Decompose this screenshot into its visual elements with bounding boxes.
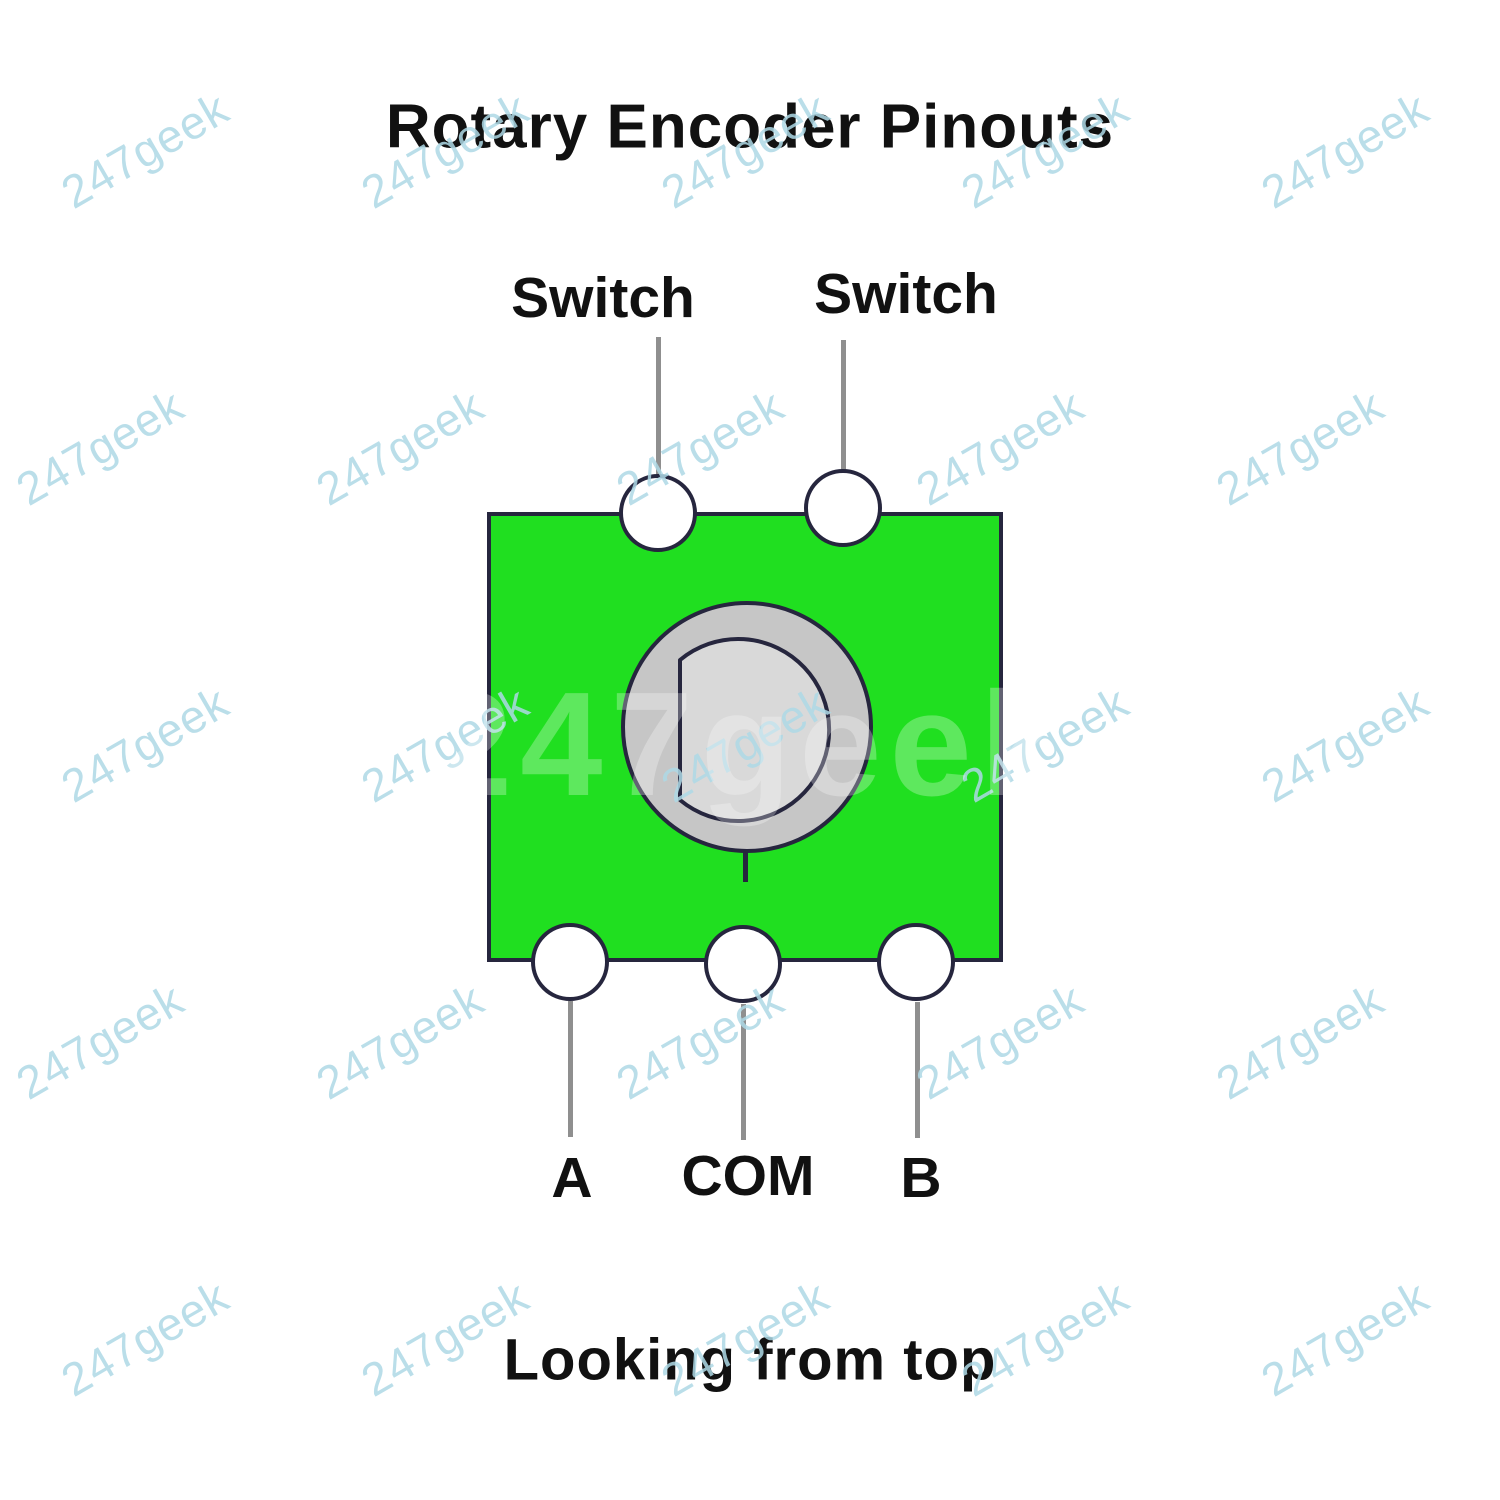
- shaft-orientation-notch: [743, 849, 748, 882]
- shaft-d-icon: [621, 601, 873, 853]
- diagram-caption: Looking from top: [503, 1327, 997, 1393]
- pin-a: [531, 923, 609, 1001]
- watermark-text: 247geek: [52, 1269, 238, 1407]
- watermark-text: 247geek: [1252, 1269, 1438, 1407]
- pin-b: [877, 923, 955, 1001]
- pin-label-com: COM: [681, 1144, 815, 1208]
- leader-line-switch-left: [656, 337, 661, 477]
- leader-line-com: [741, 1004, 746, 1140]
- pin-switch-left: [619, 474, 697, 552]
- pin-label-a: A: [551, 1146, 593, 1210]
- pin-switch-right: [804, 469, 882, 547]
- leader-line-switch-right: [841, 340, 846, 472]
- pin-label-switch-right: Switch: [814, 262, 998, 326]
- watermark-text: 247geek: [1207, 972, 1393, 1110]
- diagram-title: Rotary Encoder Pinouts: [385, 92, 1115, 162]
- watermark-text: 247geek: [307, 972, 493, 1110]
- watermark-text: 247geek: [1207, 378, 1393, 516]
- watermark-text: 247geek: [52, 81, 238, 219]
- leader-line-a: [568, 1001, 573, 1137]
- watermark-text: 247geek: [7, 378, 193, 516]
- watermark-text: 247geek: [52, 675, 238, 813]
- pin-label-b: B: [900, 1146, 942, 1210]
- pin-com: [704, 925, 782, 1003]
- watermark-text: 247geek: [1252, 81, 1438, 219]
- watermark-text: 247geek: [907, 378, 1093, 516]
- watermark-text: 247geek: [7, 972, 193, 1110]
- watermark-text: 247geek: [307, 378, 493, 516]
- watermark-text: 247geek: [1252, 675, 1438, 813]
- leader-line-b: [915, 1002, 920, 1138]
- pin-label-switch-left: Switch: [511, 266, 695, 330]
